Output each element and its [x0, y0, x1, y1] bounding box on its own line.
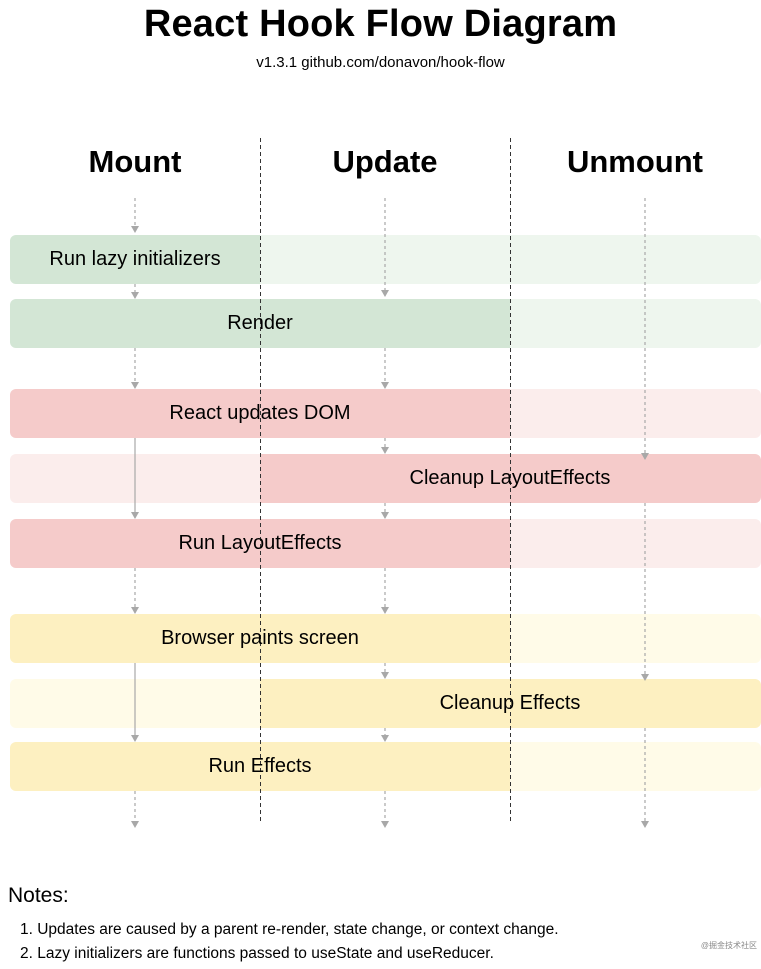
step-band-segment	[510, 299, 761, 348]
page-title: React Hook Flow Diagram	[143, 3, 618, 45]
step-band-segment	[510, 614, 761, 663]
column-header-mount: Mount	[88, 144, 182, 179]
step-label: Browser paints screen	[161, 627, 359, 649]
note-item-1: 1. Updates are caused by a parent re-ren…	[20, 921, 559, 938]
step-band-segment	[10, 235, 260, 284]
column-header-unmount: Unmount	[566, 144, 704, 179]
note-item-2: 2. Lazy initializers are functions passe…	[20, 945, 494, 962]
step-label: Render	[227, 312, 293, 334]
step-label: Cleanup Effects	[439, 692, 581, 714]
step-band-segment	[510, 519, 761, 568]
column-header-update: Update	[332, 144, 438, 179]
step-band-segment	[510, 742, 761, 791]
watermark: @掘金技术社区	[700, 941, 757, 950]
step-label: Run LayoutEffects	[178, 532, 342, 554]
step-label: Run lazy initializers	[49, 248, 221, 270]
step-band-segment	[510, 389, 761, 438]
page-subtitle: v1.3.1 github.com/donavon/hook-flow	[256, 54, 505, 71]
step-label: React updates DOM	[169, 402, 351, 424]
step-label: Run Effects	[208, 755, 312, 777]
notes-title: Notes:	[8, 884, 69, 907]
step-label: Cleanup LayoutEffects	[409, 467, 611, 489]
